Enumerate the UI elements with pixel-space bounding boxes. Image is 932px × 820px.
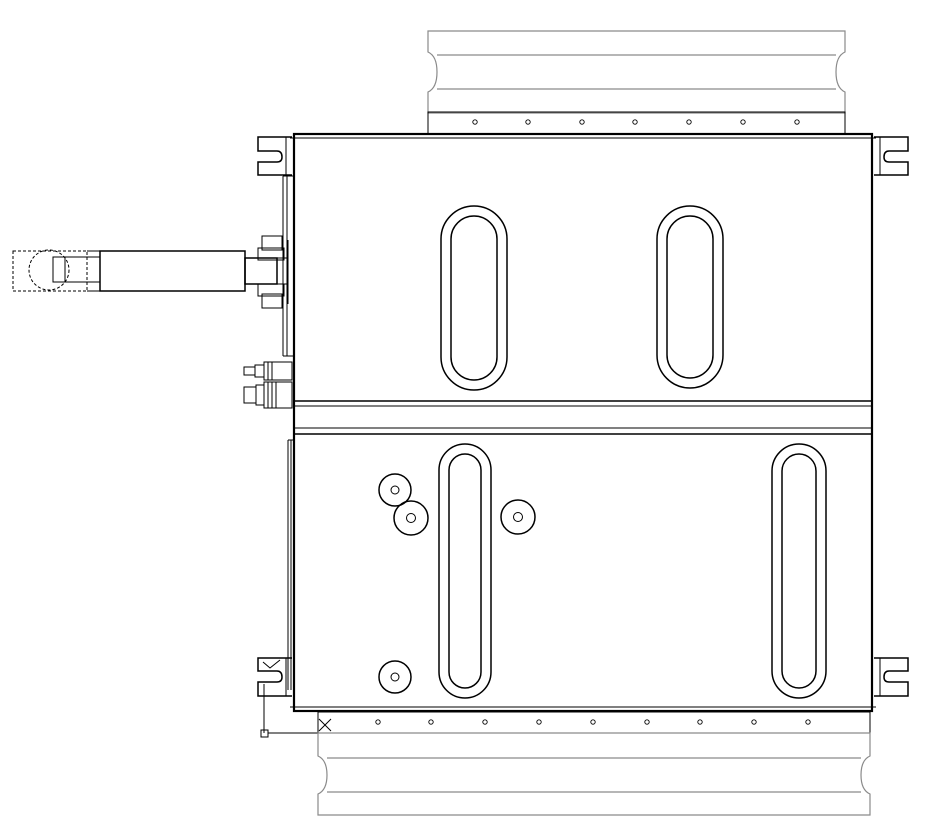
lower-rib-left <box>438 443 492 699</box>
bottom-flange-strip <box>317 711 871 734</box>
left-side-panel <box>282 175 294 690</box>
mounting-bracket-bottom-left <box>257 657 292 697</box>
mounting-bracket-bottom-right <box>874 657 909 697</box>
knockout-hole <box>378 473 412 507</box>
pressure-fitting-upper <box>243 361 293 381</box>
knockout-holes <box>378 473 536 694</box>
actuator-hub <box>244 235 289 309</box>
center-seam <box>294 400 872 435</box>
knockout-hole <box>393 500 429 536</box>
main-housing <box>290 132 876 713</box>
top-flange-strip <box>427 111 846 135</box>
actuator-arm <box>12 249 246 292</box>
bottom-duct-collar <box>317 732 871 816</box>
upper-rib-right <box>656 205 724 389</box>
lower-rib-right <box>771 443 827 699</box>
knockout-hole <box>500 499 536 535</box>
mounting-bracket-top-left <box>257 136 292 176</box>
reference-marker <box>260 659 332 738</box>
pressure-fitting-lower <box>243 381 293 409</box>
top-duct-collar <box>427 30 846 114</box>
mounting-bracket-top-right <box>874 136 909 176</box>
upper-rib-left <box>440 205 508 391</box>
knockout-hole <box>378 660 412 694</box>
